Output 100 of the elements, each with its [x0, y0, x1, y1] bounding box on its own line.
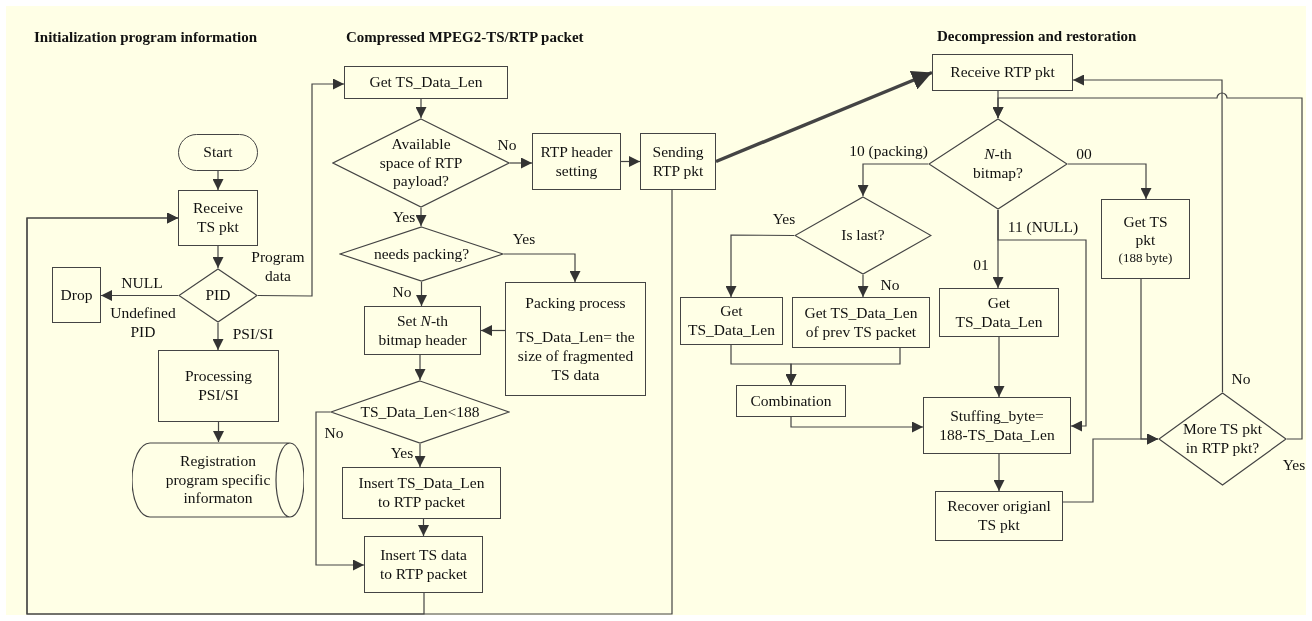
node-text: Registration program specific informaton: [164, 452, 272, 508]
node-text: Sending RTP pkt: [651, 142, 705, 181]
terminal-shape: [178, 134, 258, 171]
node-text: Processing PSI/SI: [183, 367, 254, 405]
arrow: [213, 421, 224, 443]
edge-label: No: [496, 136, 518, 155]
edge-label: Yes: [391, 208, 417, 227]
node-text: TS_Data_Len<188: [360, 402, 480, 422]
arrow: [100, 290, 179, 301]
arrow: [415, 207, 427, 227]
arrow: [620, 156, 641, 167]
arrow: [997, 209, 1087, 432]
node-text: Receive RTP pkt: [950, 63, 1055, 82]
edge-label: Yes: [511, 230, 537, 249]
arrow: [1140, 278, 1159, 445]
node-text: TS_Data_Len= the size of fragmented TS data: [515, 328, 636, 385]
arrow: [857, 163, 929, 197]
edge-label: 00: [1075, 145, 1093, 164]
process-box: [932, 54, 1073, 91]
process-box: [792, 297, 930, 348]
node-text: needs packing?: [373, 244, 470, 264]
arrow: [212, 245, 224, 269]
process-box: [52, 267, 101, 323]
process-box: [158, 350, 279, 422]
process-box: [923, 397, 1071, 454]
node-text: Is last?: [841, 226, 885, 245]
arrow: [415, 98, 427, 119]
arrow: [715, 70, 933, 164]
edge-label: 10 (packing): [848, 142, 928, 161]
arrow: [785, 347, 901, 386]
edge-label: No: [323, 424, 345, 443]
arrow: [857, 274, 869, 298]
arrow: [416, 281, 427, 307]
edge-label: PSI/SI: [231, 325, 275, 344]
process-box: [532, 133, 621, 190]
edge-label: Yes: [389, 444, 415, 463]
branch-label: Undefined PID: [109, 304, 177, 342]
arrow: [993, 336, 1005, 398]
node-text: Available space of RTP payload?: [378, 135, 464, 191]
node-text: Drop: [60, 285, 93, 305]
node-text: Insert TS data to RTP packet: [378, 545, 469, 584]
node-text: (188 byte): [1118, 249, 1173, 266]
node-text: Combination: [750, 391, 832, 411]
arrow: [509, 157, 533, 169]
node-text: Get TS pkt: [1122, 212, 1169, 250]
edge-label: No: [1230, 370, 1252, 389]
arrow: [1067, 163, 1152, 200]
node-text: RTP header setting: [539, 142, 614, 181]
arrow: [503, 253, 581, 283]
process-box: [939, 288, 1059, 337]
node-text: Get TS_Data_Len: [687, 302, 776, 340]
edge-label: 11 (NULL): [1006, 218, 1080, 237]
decision-diamond: [928, 118, 1068, 210]
arrow: [212, 170, 224, 191]
process-box: [1101, 199, 1190, 279]
arrow: [418, 518, 429, 537]
process-box: [344, 66, 508, 99]
node-text: Start: [203, 143, 233, 162]
node-text: Get TS_Data_Len: [954, 293, 1044, 332]
section-heading: Compressed MPEG2-TS/RTP packet: [346, 28, 585, 46]
process-box: [935, 491, 1063, 541]
arrow: [993, 453, 1005, 492]
section-heading: Initialization program information: [34, 28, 259, 46]
node-text: Recover origianl TS pkt: [946, 497, 1052, 535]
decision-diamond: [339, 226, 504, 282]
process-box: [364, 306, 481, 355]
node-text: Get TS_Data_Len: [369, 73, 483, 92]
arrow: [414, 443, 426, 468]
process-box: [680, 297, 783, 345]
arrow: [725, 234, 795, 298]
decision-diamond: [178, 268, 258, 323]
section-heading: Decompression and restoration: [937, 27, 1138, 45]
node-text: Stuffing_byte= 188-TS_Data_Len: [938, 406, 1056, 445]
edge-label: NULL: [120, 274, 164, 293]
edge-label: Yes: [771, 210, 797, 229]
arrow: [212, 322, 224, 351]
node-text: Packing process: [525, 293, 626, 313]
node-text: Receive TS pkt: [192, 199, 244, 237]
edge-label: No: [391, 283, 413, 302]
node-text: More TS pkt in RTP pkt?: [1182, 420, 1263, 458]
process-box: [364, 536, 483, 593]
arrow: [1072, 74, 1224, 393]
process-box: [736, 385, 846, 417]
arrow: [414, 354, 426, 381]
arrow: [257, 78, 345, 297]
arrow: [26, 189, 673, 615]
process-box: [505, 282, 646, 396]
process-box: [178, 190, 258, 246]
edge-label: 01: [972, 256, 990, 275]
process-box: [640, 133, 716, 190]
stored-data-shape: [132, 442, 304, 518]
process-box: [342, 467, 501, 519]
edge-label: No: [879, 276, 901, 295]
decision-diamond: [794, 196, 932, 275]
node-text: Get TS_Data_Len of prev TS packet: [803, 303, 919, 342]
arrow: [315, 411, 365, 571]
node-text: PID: [205, 286, 231, 305]
arrow: [480, 325, 506, 336]
edge-label: Program data: [250, 248, 306, 286]
node-text: N-th bitmap?: [972, 145, 1024, 183]
